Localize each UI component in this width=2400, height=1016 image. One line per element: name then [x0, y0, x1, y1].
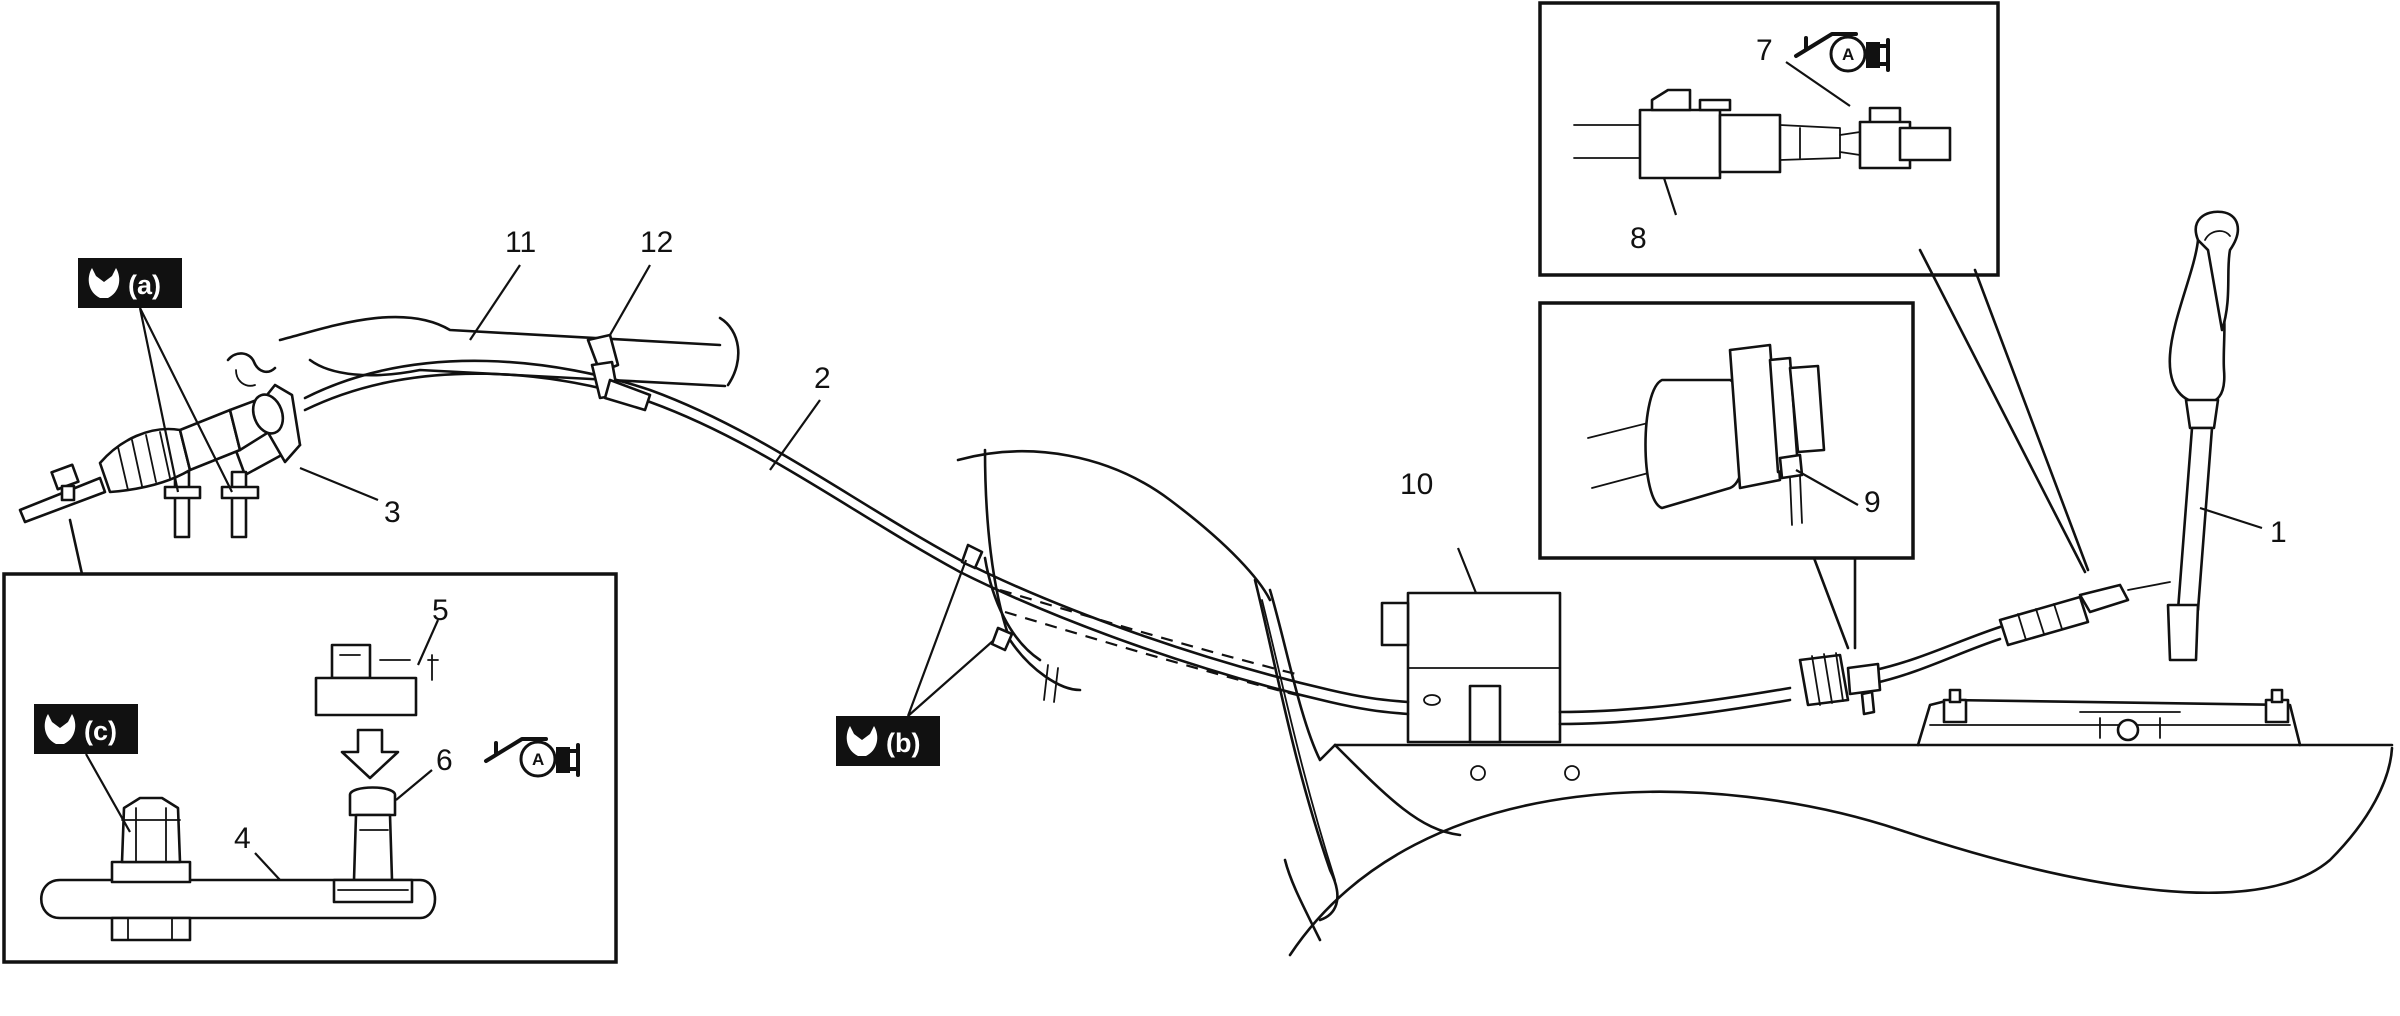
cable-clip-b: [960, 543, 1059, 703]
grease-symbol-label: A: [1842, 45, 1854, 64]
control-unit-box: [1380, 591, 1562, 744]
callout-8: 8: [1630, 222, 1647, 255]
cable-grommet: [1798, 652, 1882, 716]
shift-lever: [2166, 210, 2240, 662]
callout-12: 12: [640, 226, 673, 259]
torque-tag-c-label: (c): [84, 716, 117, 746]
cable-end-at-lever: [1998, 581, 2171, 647]
shift-lever-base-bracket: [1916, 688, 2302, 747]
wrench-torque-icon: [88, 268, 120, 298]
grease-symbol-label: A: [532, 750, 544, 769]
callout-6: 6: [436, 744, 453, 777]
callout-3: 3: [384, 496, 401, 529]
pin-6: [332, 786, 414, 904]
vehicle-floor-panel: [1283, 743, 2394, 957]
callout-2: 2: [814, 362, 831, 395]
torque-tag-c: (c): [34, 704, 138, 754]
torque-tag-a: (a): [78, 258, 182, 308]
grease-oil-can-icon: A: [1794, 32, 1890, 73]
torque-tag-a-label: (a): [128, 270, 161, 300]
callout-numbers: 1 2 3 4 5 6 7 8 9 10 11 12: [234, 34, 2287, 855]
down-arrow-icon: [340, 728, 400, 780]
clamp-12: [586, 333, 652, 412]
torque-tag-b: (b): [836, 716, 940, 766]
wrench-torque-icon: [846, 726, 878, 756]
callout-5: 5: [432, 594, 449, 627]
torque-tag-b-label: (b): [886, 728, 920, 758]
callout-1: 1: [2270, 516, 2287, 549]
grease-oil-can-icon: A: [484, 737, 580, 778]
callout-leaders: [254, 61, 2263, 881]
bushing-5: [314, 643, 439, 717]
callout-7: 7: [1756, 34, 1773, 67]
callout-9: 9: [1864, 486, 1881, 519]
wrench-torque-icon: [44, 714, 76, 744]
body-panel-11: [278, 315, 740, 388]
grommet-9: [1587, 343, 1826, 526]
inset-leaders: [68, 248, 2090, 650]
callout-4: 4: [234, 822, 251, 855]
callout-10: 10: [1400, 468, 1433, 501]
callout-11: 11: [505, 226, 536, 259]
connector-assembly-8: [1573, 88, 1952, 180]
center-tunnel-panel: [956, 448, 1339, 922]
